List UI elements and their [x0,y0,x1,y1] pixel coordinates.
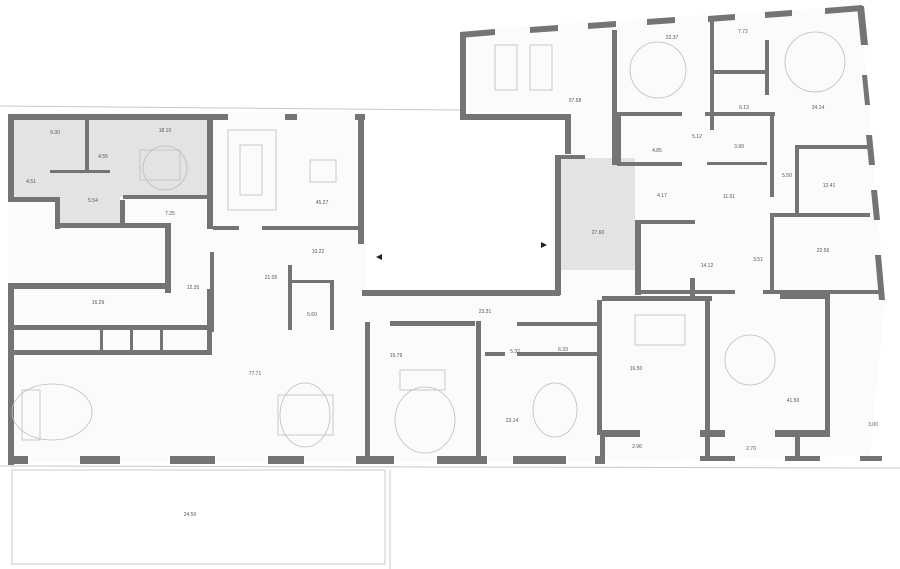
room-label: 2.70 [746,446,756,452]
room-label: 12.41 [823,183,836,189]
room-label: 3.00 [868,422,878,428]
furniture [11,31,846,454]
room-label: 7.25 [165,211,175,217]
room-label: 10.22 [312,249,325,255]
entry-arrow-left-icon [376,254,382,260]
room-label: 5.54 [88,198,98,204]
room-label: 4.85 [652,148,662,154]
room-label: 4.55 [98,154,108,160]
room-label: 77.71 [249,371,262,377]
room-label: 2.96 [632,444,642,450]
room-label: 23.31 [479,309,492,315]
room-label: 37.58 [569,98,582,104]
room-label: 6.33 [558,347,568,353]
sofa-set [279,382,331,448]
master-bed [784,31,846,93]
room-label: 3.99 [734,144,744,150]
room-label: 4.17 [657,193,667,199]
room-label: 7.72 [738,29,748,35]
facade-lines [0,105,900,569]
room-label: 18.10 [159,128,172,134]
room-label: 5.32 [510,349,520,355]
room-label: 11.51 [723,194,735,200]
bed-4 [532,382,578,438]
dining-table [227,129,277,211]
room-label: 16.29 [92,300,105,306]
room-label: 24.50 [184,512,197,518]
walls [8,5,885,465]
room-label: 6.13 [739,105,749,111]
gym-bench-1 [494,44,518,91]
study-table [394,386,456,454]
room-label: 22.56 [817,248,830,254]
bed-3 [724,334,776,386]
room-label: 21.05 [265,275,278,281]
bed-2 [629,41,687,99]
bed-1 [142,145,188,191]
room-label: 15.79 [390,353,403,359]
room-label: 16.50 [630,366,643,372]
room-label: 14.12 [701,263,714,269]
room-label: 22.37 [666,35,679,41]
room-label: 4.51 [26,179,36,185]
room-label: 12.35 [187,285,200,291]
desk [634,314,686,346]
entry-arrow-right-icon [541,242,547,248]
kitchen-island [309,159,337,183]
dining-table-round [11,383,93,441]
room-label: 5.60 [307,312,317,318]
room-label: 23.14 [506,418,519,424]
gym-bench-2 [529,44,553,91]
room-label: 27.60 [592,230,605,236]
room-label: 24.14 [812,105,825,111]
room-label: 9.30 [50,130,60,136]
courtyard [365,112,555,290]
room-area-labels: 9.30 4.55 18.10 4.51 5.54 7.25 45.27 10.… [26,29,878,518]
room-label: 45.27 [316,200,329,206]
room-label: 5.50 [782,173,792,179]
room-label: 41.50 [787,398,800,404]
terrace-outline [11,469,386,565]
room-label: 3.51 [753,257,763,263]
room-label: 5.12 [692,134,702,140]
